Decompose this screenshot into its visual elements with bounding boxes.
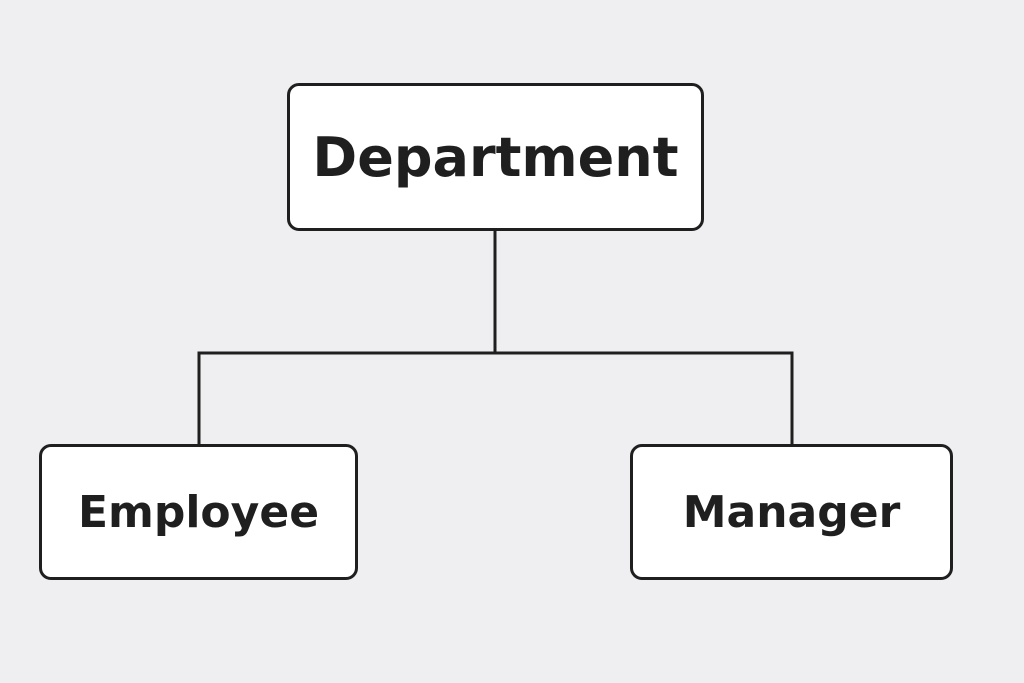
node-manager-label: Manager [682,486,901,538]
node-employee-label: Employee [77,486,320,538]
node-manager: Manager [630,444,953,580]
node-department: Department [287,83,704,231]
node-department-label: Department [312,125,679,189]
node-employee: Employee [39,444,358,580]
